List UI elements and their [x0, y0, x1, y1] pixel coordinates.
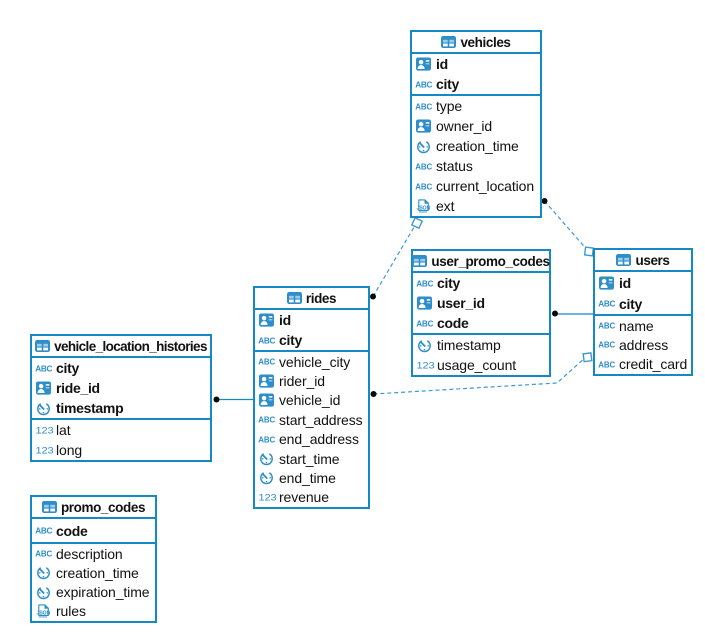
svg-text:ABC: ABC [416, 318, 433, 328]
svg-text:123: 123 [36, 445, 54, 455]
svg-text:ABC: ABC [258, 335, 275, 345]
svg-text:ABC: ABC [258, 434, 275, 444]
svg-text:123: 123 [417, 360, 435, 370]
svg-text:ABC: ABC [598, 299, 615, 309]
svg-text:ABC: ABC [258, 357, 275, 367]
svg-text:ABC: ABC [415, 101, 432, 111]
svg-text:ABC: ABC [416, 278, 433, 288]
svg-text:ABC: ABC [35, 549, 52, 559]
svg-text:ABC: ABC [415, 161, 432, 171]
svg-text:ABC: ABC [415, 79, 432, 89]
svg-text:JSON: JSON [417, 205, 431, 211]
svg-text:ABC: ABC [598, 321, 615, 331]
svg-text:JSON: JSON [37, 610, 51, 616]
svg-text:123: 123 [259, 493, 277, 503]
svg-text:ABC: ABC [598, 360, 615, 370]
svg-text:ABC: ABC [35, 363, 52, 373]
svg-text:123: 123 [36, 425, 54, 435]
svg-text:ABC: ABC [35, 526, 52, 536]
svg-text:ABC: ABC [598, 340, 615, 350]
svg-text:ABC: ABC [258, 415, 275, 425]
svg-text:ABC: ABC [415, 181, 432, 191]
